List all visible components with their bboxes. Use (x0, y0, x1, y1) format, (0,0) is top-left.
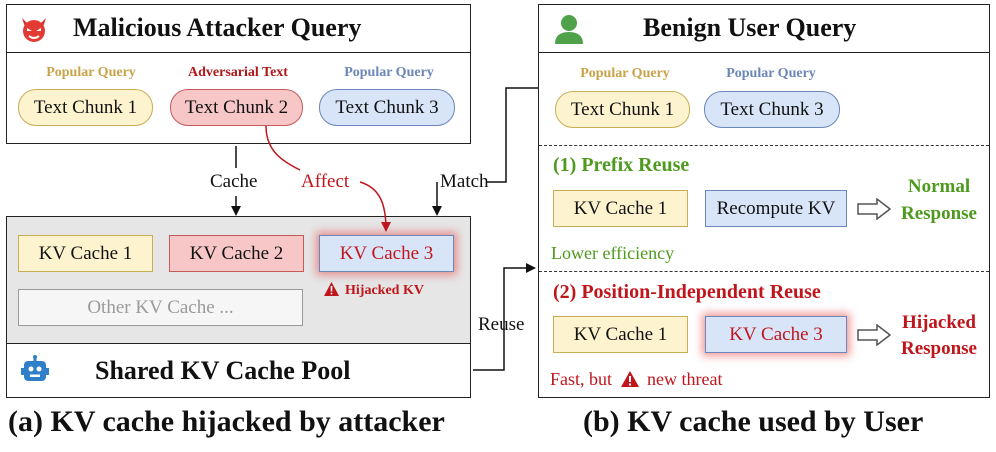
attacker-header: Malicious Attacker Query (7, 5, 470, 53)
hijacked-kv-note: Hijacked KV (323, 281, 424, 302)
normal-response-line-2: Response (900, 203, 977, 224)
user-text-chunk-3: Text Chunk 3 (704, 91, 840, 128)
lower-efficiency-note: Lower efficiency (551, 243, 675, 263)
user-text-chunk-1: Text Chunk 1 (555, 91, 690, 128)
pool-title: Shared KV Cache Pool (95, 356, 351, 385)
divider-top (539, 145, 989, 146)
user-label-2: Popular Query (726, 66, 816, 81)
devil-face-icon (19, 14, 49, 49)
reuse-arrow (473, 263, 536, 371)
hijacked-response-line-2: Response (900, 338, 977, 359)
user-icon (553, 13, 585, 50)
shared-kv-cache-pool-panel: KV Cache 1 KV Cache 2 KV Cache 3 Other K… (6, 216, 471, 398)
divider-bottom (539, 271, 989, 272)
pool-other-kv-cache: Other KV Cache ... (18, 289, 303, 326)
normal-response-line-1: Normal (907, 176, 971, 197)
position-independent-reuse-title: (2) Position-Independent Reuse (553, 281, 821, 303)
attacker-text-chunk-2: Text Chunk 2 (170, 89, 303, 126)
new-threat-suffix: new threat (647, 369, 723, 389)
recompute-kv-box: Recompute KV (705, 190, 847, 227)
pool-kv-cache-3-hijacked: KV Cache 3 (319, 235, 454, 272)
new-threat-note: Fast, but new threat (550, 369, 722, 393)
user-label-1: Popular Query (580, 66, 670, 81)
warning-icon (620, 370, 640, 393)
attacker-label-3: Popular Query (344, 65, 434, 80)
pool-footer: Shared KV Cache Pool (7, 343, 470, 397)
hijacked-kv-label: Hijacked KV (345, 283, 424, 298)
arrow-right-icon (857, 197, 892, 225)
user-header: Benign User Query (539, 5, 989, 53)
affect-arrow-label: Affect (301, 171, 350, 192)
pool-kv-cache-1: KV Cache 1 (18, 235, 153, 272)
caption-a: (a) KV cache hijacked by attacker (8, 405, 445, 438)
prefix-reuse-title: (1) Prefix Reuse (553, 154, 690, 176)
pool-kv-cache-2: KV Cache 2 (169, 235, 304, 272)
robot-icon (20, 355, 50, 390)
cache-arrow-label: Cache (210, 171, 258, 192)
user-title: Benign User Query (643, 13, 857, 42)
match-arrow-label: Match (440, 171, 489, 192)
attacker-text-chunk-1: Text Chunk 1 (18, 89, 153, 126)
caption-b: (b) KV cache used by User (583, 405, 924, 438)
attacker-label-2: Adversarial Text (188, 65, 288, 80)
arrow-right-icon (857, 323, 892, 351)
hijacked-response-line-1: Hijacked (902, 312, 976, 333)
user-query-panel: Benign User Query Popular Query Popular … (538, 4, 990, 398)
position-kv-cache-3-hijacked: KV Cache 3 (705, 316, 847, 353)
warning-icon (323, 281, 340, 302)
reuse-arrow-label: Reuse (478, 314, 525, 335)
prefix-kv-cache-1: KV Cache 1 (553, 190, 688, 227)
position-kv-cache-1: KV Cache 1 (553, 316, 688, 353)
affect-arrow (265, 125, 386, 230)
new-threat-prefix: Fast, but (550, 369, 613, 389)
attacker-title: Malicious Attacker Query (73, 13, 362, 42)
attacker-label-1: Popular Query (46, 65, 136, 80)
attacker-query-panel: Malicious Attacker Query Popular Query A… (6, 4, 471, 144)
match-arrow (486, 87, 538, 183)
attacker-text-chunk-3: Text Chunk 3 (319, 89, 455, 126)
